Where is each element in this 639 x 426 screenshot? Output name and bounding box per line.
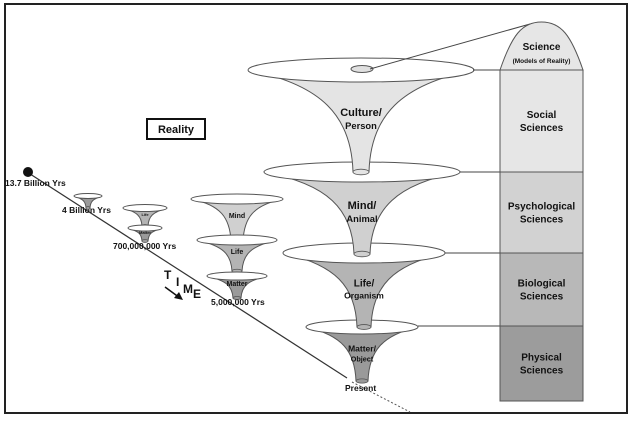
- funnel-culture-person-label: Culture/: [340, 107, 382, 119]
- funnel-700m-matter-rim: [127, 224, 163, 232]
- funnel-700m-matter-label: Matter: [139, 230, 151, 235]
- funnel-matter-object-neck: [355, 378, 369, 384]
- funnel-5m-matter-label: Matter: [226, 281, 247, 288]
- science-band-label: Psychological: [508, 202, 575, 213]
- timeline-label-5m: 5,000,000 Yrs: [211, 297, 265, 307]
- timeline-label-present: Present: [345, 383, 376, 393]
- funnel-culture-person-neck: [352, 168, 370, 176]
- funnel-700m-life-label: Life: [141, 212, 149, 217]
- funnel-5m-life: Life: [196, 234, 278, 274]
- funnel-mind-animal-neck: [353, 250, 371, 258]
- time-label: T I M E: [164, 268, 201, 301]
- models-origin-ellipse: [350, 65, 374, 73]
- funnel-mind-animal-label: Mind/: [348, 200, 377, 212]
- svg-text:T: T: [164, 268, 172, 282]
- funnel-5m-life-label: Life: [231, 249, 244, 256]
- funnel-matter-object-label: Matter/: [348, 343, 377, 353]
- funnel-life-organism-label: Organism: [344, 290, 384, 300]
- funnel-700m-life-rim: [122, 204, 168, 212]
- svg-text:M: M: [183, 282, 193, 296]
- funnel-mind-animal-label: Animal: [346, 214, 377, 224]
- funnel-life-organism-neck: [356, 324, 372, 330]
- svg-text:I: I: [176, 275, 179, 289]
- funnel-5m-matter-rim: [206, 271, 268, 281]
- timeline-line: [26, 171, 348, 379]
- funnel-4b-rim: [73, 193, 103, 199]
- science-band-label: Sciences: [520, 123, 564, 134]
- funnel-life-organism-label: Life/: [354, 278, 375, 289]
- funnel-700m-matter: Matter: [127, 224, 163, 243]
- science-dome-subtitle: (Models of Reality): [513, 58, 571, 65]
- reality-label-box: Reality: [146, 118, 206, 140]
- funnel-4b-neck: [85, 206, 91, 210]
- science-dome: Science (Models of Reality): [499, 21, 584, 71]
- svg-text:E: E: [193, 287, 201, 301]
- timeline-label-4b: 4 Billion Yrs: [62, 205, 111, 215]
- funnel-5m-matter-neck: [232, 296, 242, 300]
- science-dome-title: Science: [523, 42, 561, 53]
- timeline-label-13-7b: 13.7 Billion Yrs: [5, 178, 66, 188]
- funnel-700m-matter-neck: [141, 239, 149, 243]
- funnel-culture-person-label: Person: [345, 121, 377, 131]
- funnel-matter-object-label: Object: [351, 355, 374, 364]
- funnel-5m-life-rim: [196, 234, 278, 246]
- funnel-5m-mind-rim: [190, 193, 284, 205]
- big-bang-dot: [23, 167, 33, 177]
- science-band-label: Sciences: [520, 215, 564, 226]
- funnel-5m-mind-label: Mind: [229, 213, 245, 220]
- connector-lines: [369, 23, 531, 327]
- reality-label: Reality: [158, 124, 195, 136]
- funnel-4b: [73, 193, 103, 210]
- science-band-label: Biological: [518, 279, 566, 290]
- science-band-label: Sciences: [520, 292, 564, 303]
- science-band-label: Sciences: [520, 366, 564, 377]
- timeline-future-dashed: [351, 381, 411, 413]
- science-band-label: Social: [527, 110, 557, 121]
- funnel-5m-matter: Matter: [206, 271, 268, 300]
- timeline-label-700m: 700,000,000 Yrs: [113, 241, 176, 251]
- time-arrow-icon: [164, 286, 183, 300]
- science-band-label: Physical: [521, 353, 562, 364]
